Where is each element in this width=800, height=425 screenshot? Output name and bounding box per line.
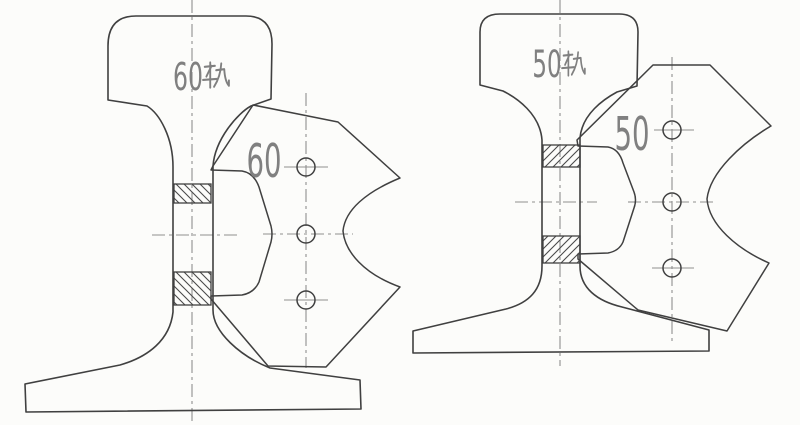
- fishplate-60-bolt-hole-bottom: [296, 290, 316, 310]
- rail-60-web-section-hatch-upper: [173, 183, 212, 204]
- rail-60-assembly: [24, 15, 401, 413]
- rail-50-label-digits-group: 50: [532, 43, 561, 86]
- rail-50-label-gui-character: [560, 50, 586, 77]
- rail-60-label-digits: 60: [173, 56, 203, 99]
- rail-60-label-digits-group: 60: [173, 56, 203, 99]
- rail-60-web-section-hatch-lower: [173, 271, 212, 306]
- rail-50-label-digits: 50: [532, 43, 561, 86]
- rail-50-assembly: [412, 13, 772, 354]
- fishplate-50-bolt-hole-top: [662, 120, 682, 140]
- fishplate-60-label-group: 60: [246, 135, 281, 188]
- fishplate-50-label: 50: [614, 108, 649, 161]
- rail-60-profile: [24, 15, 362, 413]
- fishplate-60-outline: [210, 104, 401, 368]
- rail-50-profile: [412, 13, 710, 354]
- rail-60-label-gui-character: [201, 61, 230, 89]
- fishplate-50-outline: [576, 64, 772, 332]
- fishplate-50-bolt-hole-bottom: [662, 258, 682, 278]
- fishplate-60-bolt-hole-middle: [296, 224, 316, 244]
- fishplate-60-label: 60: [246, 135, 281, 188]
- rail-50-web-section-hatch-lower: [542, 235, 581, 264]
- fishplate-50-bolt-hole-middle: [662, 192, 682, 212]
- rail-50-web-section-hatch-upper: [542, 144, 581, 168]
- fishplate-60-bolt-hole-top: [296, 157, 316, 177]
- centerlines: [152, 0, 717, 423]
- fishplate-50-label-group: 50: [614, 108, 649, 161]
- annotations: 60 60 50 50: [173, 43, 650, 188]
